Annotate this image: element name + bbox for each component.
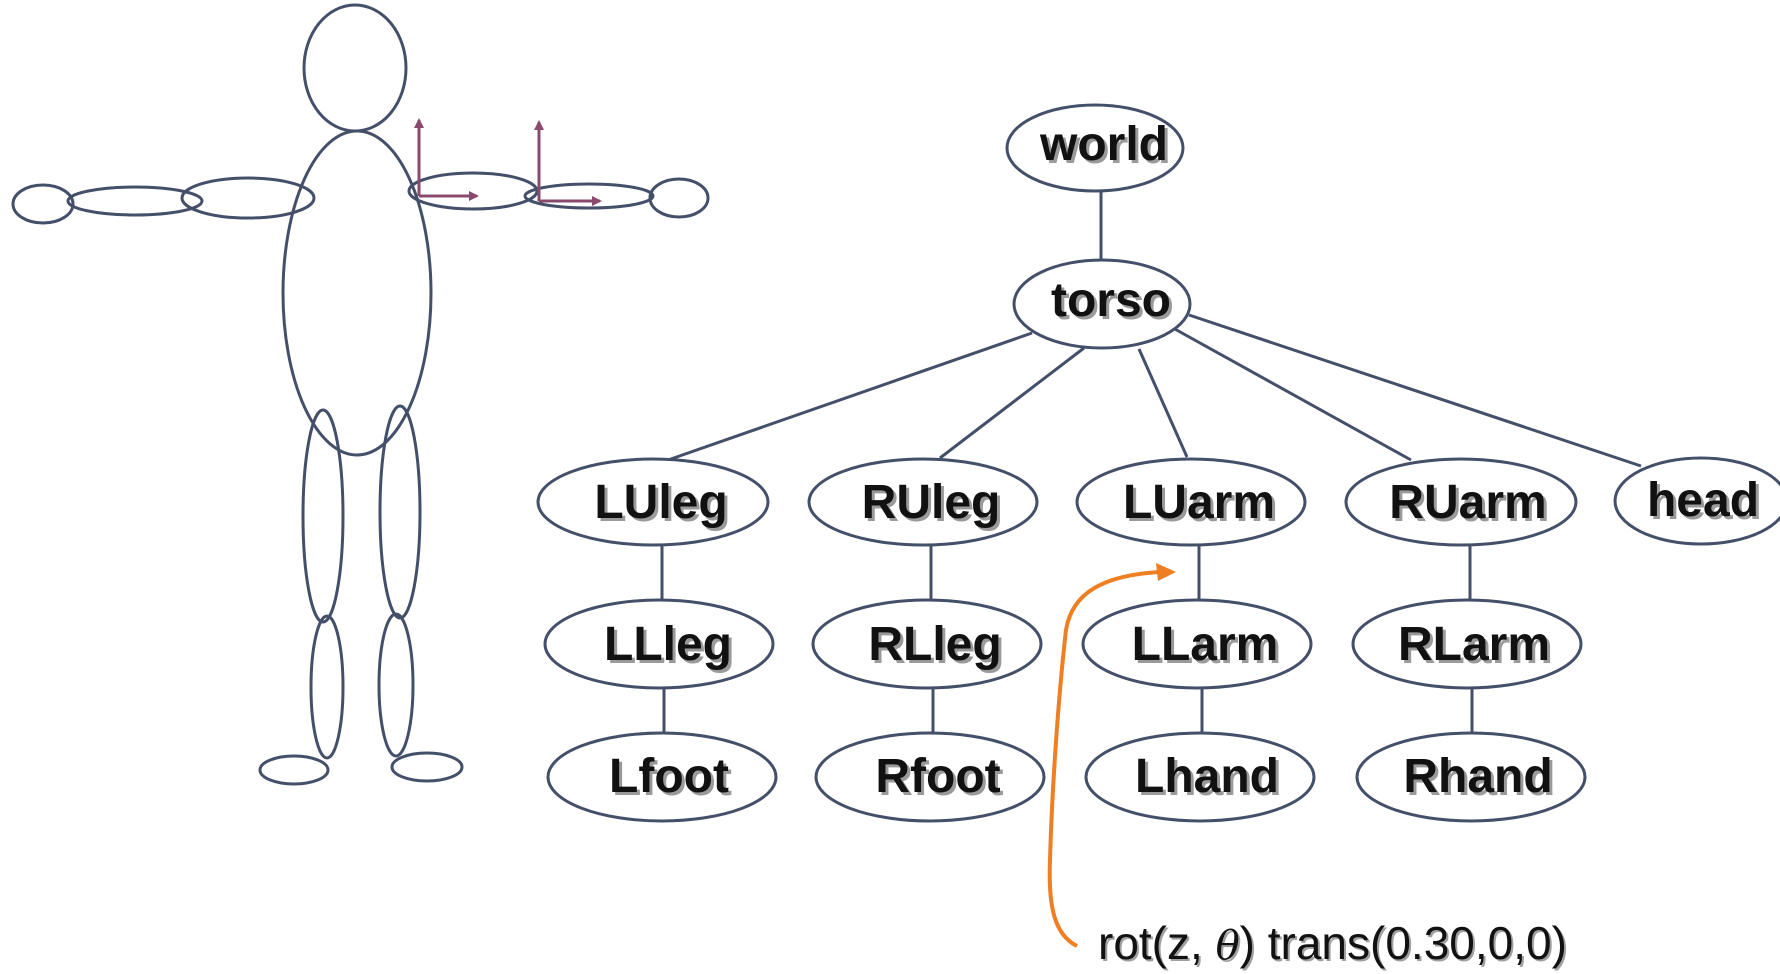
- node-lfoot-label: Lfoot: [609, 750, 729, 803]
- figure-left-upper-leg: [301, 408, 345, 624]
- node-torso-shadow: torso: [1054, 277, 1174, 330]
- stick-figure: [11, 3, 710, 786]
- figure-torso: [281, 129, 433, 457]
- edge-torso-ruleg: [939, 346, 1085, 460]
- node-luleg-label: LUleg: [594, 476, 727, 529]
- annotation-suffix: ) trans(0.30,0,0): [1240, 917, 1567, 969]
- node-rlarm: RLarm RLarm: [1351, 598, 1583, 690]
- edge-torso-luarm: [1137, 348, 1189, 458]
- figure-right-upper-leg: [378, 404, 422, 620]
- node-lhand-shadow: Lhand: [1138, 753, 1282, 806]
- node-ruleg: RUleg RUleg: [807, 457, 1039, 547]
- node-world-shadow: world: [1042, 121, 1171, 174]
- node-llarm: LLarm LLarm: [1081, 598, 1313, 690]
- figure-left-upper-arm: [180, 176, 316, 220]
- node-llleg: LLleg LLleg: [543, 598, 775, 690]
- figure-right-foot: [390, 751, 464, 783]
- figure-head: [302, 3, 408, 133]
- node-ruarm: RUarm RUarm: [1344, 457, 1578, 547]
- node-lhand: Lhand Lhand: [1084, 731, 1316, 823]
- figure-left-lower-arm: [66, 185, 204, 217]
- node-luarm: LUarm LUarm: [1075, 457, 1307, 547]
- node-rlleg-label: RLleg: [868, 618, 1001, 671]
- figure-right-upper-arm: [407, 171, 539, 211]
- node-luarm-shadow: LUarm: [1126, 479, 1278, 532]
- node-rfoot: Rfoot Rfoot: [814, 731, 1046, 823]
- annotation-prefix: rot(z,: [1098, 917, 1216, 969]
- node-head-shadow: head: [1650, 477, 1762, 530]
- node-luleg: LUleg LUleg: [536, 457, 770, 547]
- figure-right-lower-arm: [523, 182, 655, 210]
- node-rhand: Rhand Rhand: [1355, 731, 1587, 823]
- node-llleg-shadow: LLleg: [607, 621, 735, 674]
- edge-torso-ruarm: [1172, 326, 1412, 462]
- arrowhead-icon: [1156, 563, 1176, 581]
- node-luarm-label: LUarm: [1123, 476, 1275, 529]
- node-luleg-shadow: LUleg: [597, 479, 730, 532]
- node-ruleg-shadow: RUleg: [865, 479, 1004, 532]
- node-rlleg: RLleg RLleg: [811, 598, 1043, 690]
- node-ruarm-shadow: RUarm: [1392, 479, 1549, 532]
- axis-frame-icon: [414, 118, 479, 201]
- figure-right-hand: [648, 177, 710, 219]
- figure-left-hand: [11, 183, 75, 225]
- annotation-text: rot(z, θ) trans(0.30,0,0): [1098, 917, 1567, 969]
- node-rlarm-shadow: RLarm: [1401, 621, 1553, 674]
- node-rhand-label: Rhand: [1403, 750, 1552, 803]
- annotation-arrow: [1047, 563, 1176, 948]
- node-ruarm-label: RUarm: [1389, 476, 1546, 529]
- node-rfoot-shadow: Rfoot: [878, 753, 1003, 806]
- node-ruleg-label: RUleg: [862, 476, 1001, 529]
- node-rlleg-shadow: RLleg: [871, 621, 1004, 674]
- node-llarm-shadow: LLarm: [1135, 621, 1282, 674]
- node-torso-label: torso: [1051, 274, 1171, 327]
- figure-right-lower-leg: [377, 612, 415, 758]
- node-llarm-label: LLarm: [1132, 618, 1279, 671]
- theta-symbol: θ: [1216, 923, 1240, 969]
- edge-torso-head: [1188, 313, 1642, 468]
- node-head-label: head: [1647, 474, 1759, 527]
- transform-annotation: rot(z, θ) trans(0.30,0,0) rot(z, θ) tran…: [1098, 917, 1569, 971]
- node-llleg-label: LLleg: [604, 618, 732, 671]
- node-world-label: world: [1039, 118, 1168, 171]
- node-rhand-shadow: Rhand: [1406, 753, 1555, 806]
- node-rfoot-label: Rfoot: [875, 750, 1000, 803]
- tree-edges: [660, 192, 1642, 737]
- tree-nodes: world world torso torso LUleg LUleg RUle…: [536, 103, 1780, 823]
- node-lhand-label: Lhand: [1135, 750, 1279, 803]
- node-rlarm-label: RLarm: [1398, 618, 1550, 671]
- edge-torso-luleg: [667, 331, 1033, 462]
- node-world: world world: [1005, 103, 1185, 193]
- node-lfoot-shadow: Lfoot: [612, 753, 732, 806]
- figure-left-foot: [258, 754, 330, 786]
- node-torso: torso torso: [1012, 258, 1192, 350]
- node-head: head head: [1613, 456, 1780, 546]
- axis-frame-icon: [534, 120, 602, 206]
- node-lfoot: Lfoot Lfoot: [546, 731, 778, 823]
- figure-left-lower-leg: [309, 614, 345, 760]
- annotation-shadow: rot(z, θ) trans(0.30,0,0): [1100, 919, 1569, 971]
